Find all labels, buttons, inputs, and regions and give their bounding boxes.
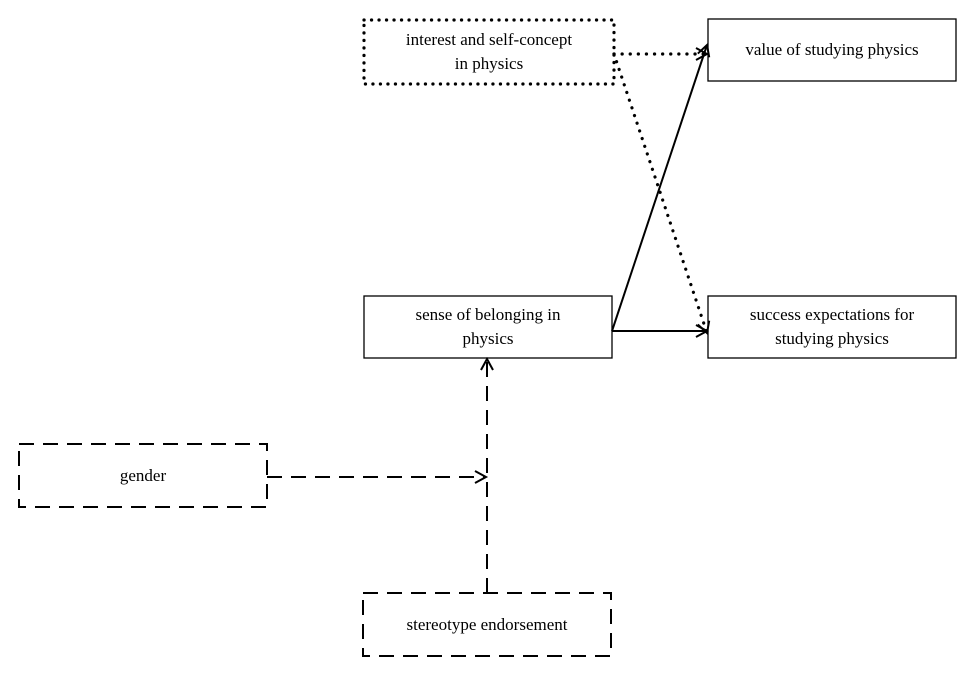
interest-node-label: interest and self-concept in physics: [405, 30, 573, 73]
gender-node-box: [18, 443, 268, 508]
edge-belonging-to-value: [611, 43, 711, 332]
belonging-node-label: sense of belonging in physics: [415, 305, 561, 348]
gender-node-label: gender: [119, 465, 167, 485]
stereotype-node-label: stereotype endorsement: [406, 614, 568, 634]
edge-interest-to-success: [612, 52, 711, 335]
success-node-label: success expectations for studying physic…: [749, 305, 915, 348]
value-node-label: value of studying physics: [745, 40, 919, 59]
